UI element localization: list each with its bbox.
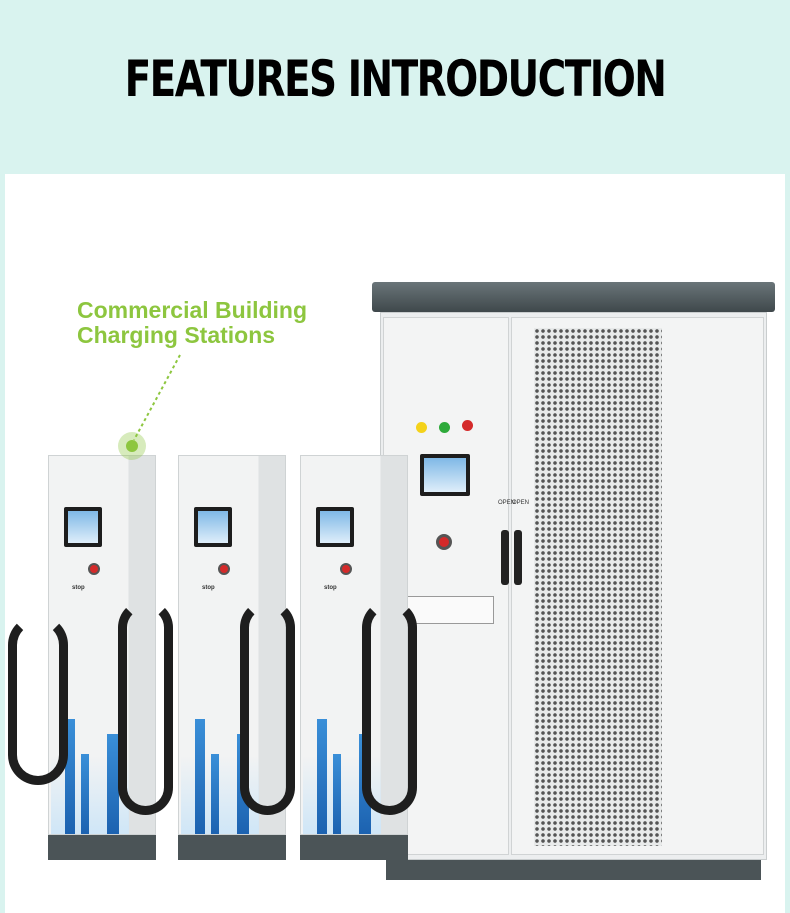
stop-label: stop xyxy=(72,585,85,591)
stop-label: stop xyxy=(202,585,215,591)
charging-cable xyxy=(8,615,68,785)
charger-3: stop xyxy=(300,455,417,860)
charger-2: stop xyxy=(178,455,295,860)
charger-screen xyxy=(194,507,232,547)
callout-label: Commercial Building Charging Stations xyxy=(77,298,307,348)
red-lamp-icon xyxy=(462,420,473,431)
ventilation-grille xyxy=(534,328,662,846)
cabinet-right-door: OPEN OPEN xyxy=(498,317,764,855)
green-lamp-icon xyxy=(439,422,450,433)
cabinet-base xyxy=(386,860,761,880)
callout-dot-icon xyxy=(118,432,146,460)
stop-label: stop xyxy=(324,585,337,591)
charging-cable xyxy=(362,600,417,815)
yellow-lamp-icon xyxy=(416,422,427,433)
cabinet-touchscreen xyxy=(420,454,470,496)
warning-plate xyxy=(404,596,494,624)
charging-cable xyxy=(118,600,173,815)
door-label: OPEN xyxy=(498,500,516,506)
door-handle xyxy=(501,530,509,585)
cabinet-roof xyxy=(372,282,775,312)
charger-1: stop xyxy=(8,455,173,860)
charger-screen xyxy=(64,507,102,547)
callout-line: Commercial Building xyxy=(77,297,308,323)
page-title: FEATURES INTRODUCTION xyxy=(124,50,667,108)
charging-cable xyxy=(240,600,295,815)
stop-button xyxy=(218,563,230,575)
callout-line: Charging Stations xyxy=(77,322,276,348)
stop-button xyxy=(88,563,100,575)
charger-screen xyxy=(316,507,354,547)
emergency-stop-button xyxy=(436,534,452,550)
door-label: OPEN xyxy=(512,500,530,506)
stop-button xyxy=(340,563,352,575)
door-handle xyxy=(514,530,522,585)
